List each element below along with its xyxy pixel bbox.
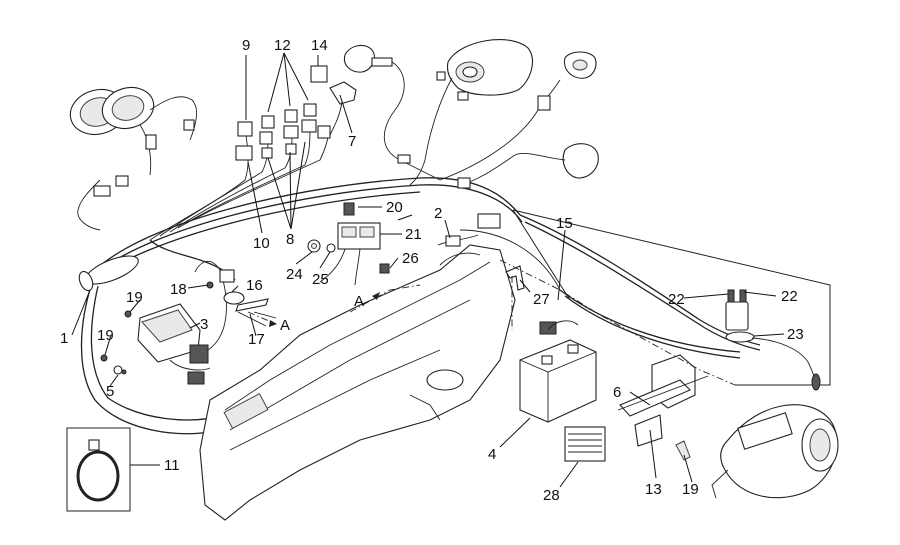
rear-light	[439, 51, 597, 181]
front-turn-signal-left	[343, 44, 441, 181]
callout-28: 28	[543, 487, 560, 504]
label-sheet	[564, 426, 606, 462]
main-wiring-harness	[78, 177, 761, 435]
headlight-assembly	[409, 39, 533, 186]
callout-23: 23	[787, 326, 804, 343]
callout-25: 25	[312, 271, 329, 288]
frame-airbox	[199, 244, 516, 521]
starter-motor	[711, 404, 839, 499]
callout-22-left: 22	[668, 291, 685, 308]
callout-18: 18	[170, 281, 187, 298]
callout-16: 16	[246, 277, 263, 294]
rear-turn-signal	[457, 143, 599, 189]
instrument-cluster	[69, 86, 197, 231]
callout-4: 4	[488, 446, 496, 463]
view-a-marker-upper: A	[354, 293, 364, 310]
group-frame-15	[512, 209, 831, 386]
callout-21: 21	[405, 226, 422, 243]
fuse-box	[307, 202, 390, 286]
callout-7: 7	[348, 133, 356, 150]
view-a-marker-lower: A	[280, 317, 290, 334]
callout-13: 13	[645, 481, 662, 498]
callout-6: 6	[613, 384, 621, 401]
callout-17: 17	[248, 331, 265, 348]
group-frame-15-left	[512, 209, 571, 301]
leader-lines	[71, 52, 785, 488]
connector-cluster	[149, 65, 357, 241]
voltage-regulator	[100, 260, 227, 385]
callout-27: 27	[533, 291, 550, 308]
callout-5: 5	[106, 383, 114, 400]
callout-12: 12	[274, 37, 291, 54]
callout-11: 11	[164, 457, 180, 474]
view-a-arrow-upper	[372, 292, 380, 300]
starter-relay	[725, 289, 821, 391]
callout-15: 15	[556, 215, 573, 232]
callout-19-left-top: 19	[126, 289, 143, 306]
clamp-inset	[66, 427, 131, 512]
callout-26: 26	[402, 250, 419, 267]
callout-8: 8	[286, 231, 294, 248]
callout-20: 20	[386, 199, 403, 216]
callout-19-left: 19	[97, 327, 114, 344]
callout-10: 10	[253, 235, 270, 252]
callout-24: 24	[286, 266, 303, 283]
callout-19-right: 19	[682, 481, 699, 498]
callout-3: 3	[200, 316, 208, 333]
callout-1: 1	[60, 330, 68, 347]
view-a-arrow-lower	[269, 320, 277, 327]
callout-9: 9	[242, 37, 250, 54]
callout-14: 14	[311, 37, 328, 54]
sensor-clip	[219, 269, 277, 327]
callout-2: 2	[434, 205, 442, 222]
battery	[519, 320, 597, 423]
battery-outline-dash	[499, 259, 736, 386]
battery-holder	[617, 354, 709, 461]
sensor-connector	[437, 213, 501, 247]
view-a-line	[349, 284, 421, 313]
callout-22-right: 22	[781, 288, 798, 305]
bracket	[505, 265, 525, 291]
